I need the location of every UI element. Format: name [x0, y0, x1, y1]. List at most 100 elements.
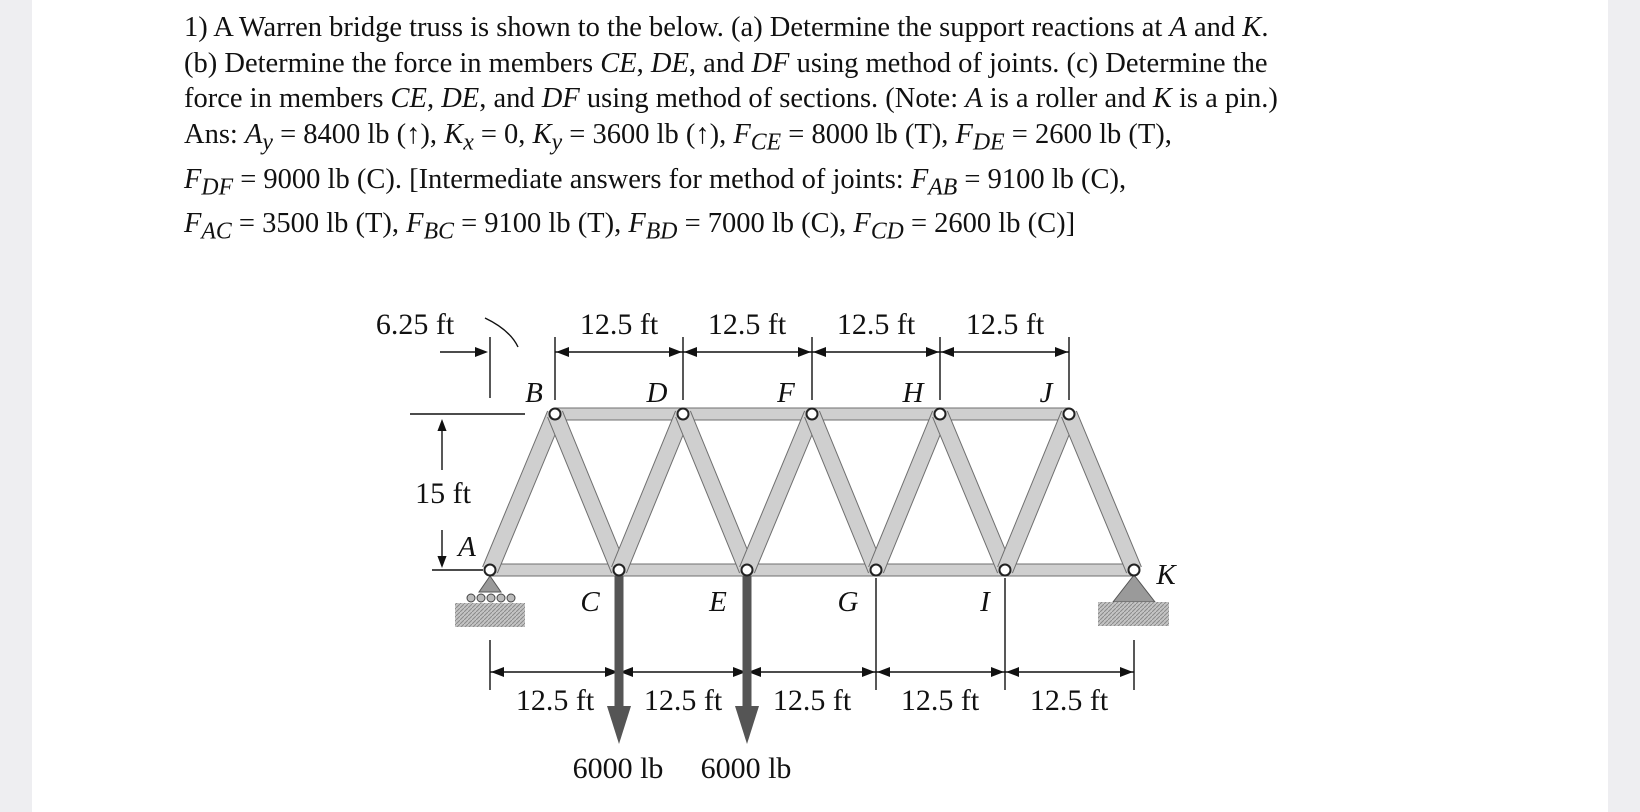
- pin-joint: [1127, 563, 1141, 577]
- truss-members: [482, 407, 1142, 577]
- text-run: 1) A Warren bridge truss is shown to the…: [184, 12, 1170, 43]
- text-run: = 9000 lb (C). [Intermediate answers for…: [233, 163, 911, 195]
- arrowhead: [620, 667, 633, 677]
- text-run: is a pin.): [1171, 83, 1278, 115]
- dimension-label: 6.25 ft: [376, 308, 455, 341]
- truss-pins: [483, 407, 1141, 577]
- load-arrowhead: [735, 706, 759, 744]
- arrowhead: [877, 667, 890, 677]
- arrowhead: [437, 419, 447, 431]
- problem-line-1: 1) A Warren bridge truss is shown to the…: [184, 10, 1444, 46]
- text-run: CE: [600, 47, 637, 79]
- roller-wheel: [506, 593, 516, 603]
- text-run: A: [244, 119, 263, 151]
- arrowhead: [437, 556, 447, 568]
- arrowhead: [605, 667, 618, 677]
- text-run: = 0,: [473, 119, 533, 151]
- arrowhead: [926, 347, 939, 357]
- diagonal-member: [869, 411, 947, 573]
- subscript: DF: [201, 174, 234, 201]
- text-run: K: [444, 119, 464, 151]
- arrowhead: [733, 667, 746, 677]
- text-run: , and: [688, 47, 752, 79]
- text-run: F: [184, 163, 202, 195]
- dimension-label: 12.5 ft: [837, 308, 916, 341]
- pin-joint: [483, 563, 497, 577]
- arrowhead: [1120, 667, 1133, 677]
- text-run: and: [1186, 12, 1243, 43]
- load-arrows: [607, 576, 759, 744]
- node-label-b: B: [525, 377, 543, 409]
- subscript: x: [463, 129, 474, 156]
- arrowhead: [748, 667, 761, 677]
- dimension-label: 12.5 ft: [644, 684, 723, 717]
- pin-joint: [612, 563, 626, 577]
- text-run: CE: [390, 83, 427, 115]
- load-label: 6000 lb: [573, 752, 664, 785]
- roller-wheel: [496, 593, 506, 603]
- pin-joint: [933, 407, 947, 421]
- arrowhead: [862, 667, 875, 677]
- subscript: DE: [972, 129, 1005, 156]
- text-run: DE: [650, 47, 689, 79]
- text-run: DF: [541, 83, 580, 115]
- problem-statement: 1) A Warren bridge truss is shown to the…: [184, 10, 1444, 250]
- answer-line-1: Ans: Ay = 8400 lb (↑), Kx = 0, Ky = 3600…: [184, 117, 1444, 161]
- diagonal-member: [548, 411, 626, 573]
- pin-joint: [1062, 407, 1076, 421]
- arrowhead: [991, 667, 1004, 677]
- dimension-label: 12.5 ft: [773, 684, 852, 717]
- node-label-k: K: [1155, 559, 1177, 591]
- diagonal-member: [612, 411, 690, 573]
- text-run: is a roller and: [982, 83, 1153, 115]
- text-run: = 2600 lb (T),: [1004, 119, 1172, 151]
- subscript: CD: [870, 218, 904, 245]
- node-label-i: I: [979, 586, 991, 618]
- arrowhead: [1006, 667, 1019, 677]
- node-label-h: H: [902, 377, 926, 409]
- subscript: AC: [201, 218, 232, 245]
- dimension-label: 12.5 ft: [901, 684, 980, 717]
- pin-joint: [676, 407, 690, 421]
- diagonal-member: [1062, 411, 1141, 573]
- text-run: using method of sections. (Note:: [579, 83, 966, 115]
- subscript: BD: [645, 218, 678, 245]
- arrowhead: [813, 347, 826, 357]
- answer-line-2: FDF = 9000 lb (C). [Intermediate answers…: [184, 162, 1444, 206]
- text-run: .: [1261, 12, 1269, 43]
- subscript: y: [262, 129, 273, 156]
- text-run: K: [1242, 12, 1262, 43]
- text-run: ,: [426, 83, 442, 115]
- ground-a: [455, 603, 525, 627]
- subscript: CE: [750, 129, 782, 156]
- node-label-f: F: [776, 377, 795, 409]
- text-run: Ans:: [184, 119, 245, 151]
- supports: [455, 574, 1169, 627]
- offset-leader: [484, 317, 519, 348]
- diagonal-member: [805, 411, 883, 573]
- text-run: = 9100 lb (C),: [957, 163, 1127, 195]
- ground-k: [1098, 602, 1169, 626]
- diagonal-member: [933, 411, 1012, 573]
- problem-line-2: (b) Determine the force in members CE, D…: [184, 46, 1444, 82]
- text-run: = 3600 lb (↑),: [562, 119, 734, 151]
- text-run: K: [532, 119, 552, 151]
- dimension-label: 12.5 ft: [516, 684, 595, 717]
- roller-wheel: [486, 593, 496, 603]
- arrowhead: [475, 347, 488, 357]
- text-run: F: [184, 207, 202, 239]
- text-run: force in members: [184, 83, 391, 115]
- node-label-d: D: [646, 377, 668, 409]
- roller-wheel: [466, 593, 476, 603]
- dimension-lines: [410, 317, 1135, 690]
- dimension-label: 12.5 ft: [1030, 684, 1109, 717]
- diagonal-member: [998, 411, 1076, 573]
- diagonal-member: [676, 411, 754, 573]
- arrowhead: [556, 347, 569, 357]
- text-run: using method of joints. (c) Determine th…: [789, 47, 1268, 79]
- arrowhead: [1055, 347, 1068, 357]
- document-page: [32, 0, 1608, 812]
- text-run: F: [733, 119, 751, 151]
